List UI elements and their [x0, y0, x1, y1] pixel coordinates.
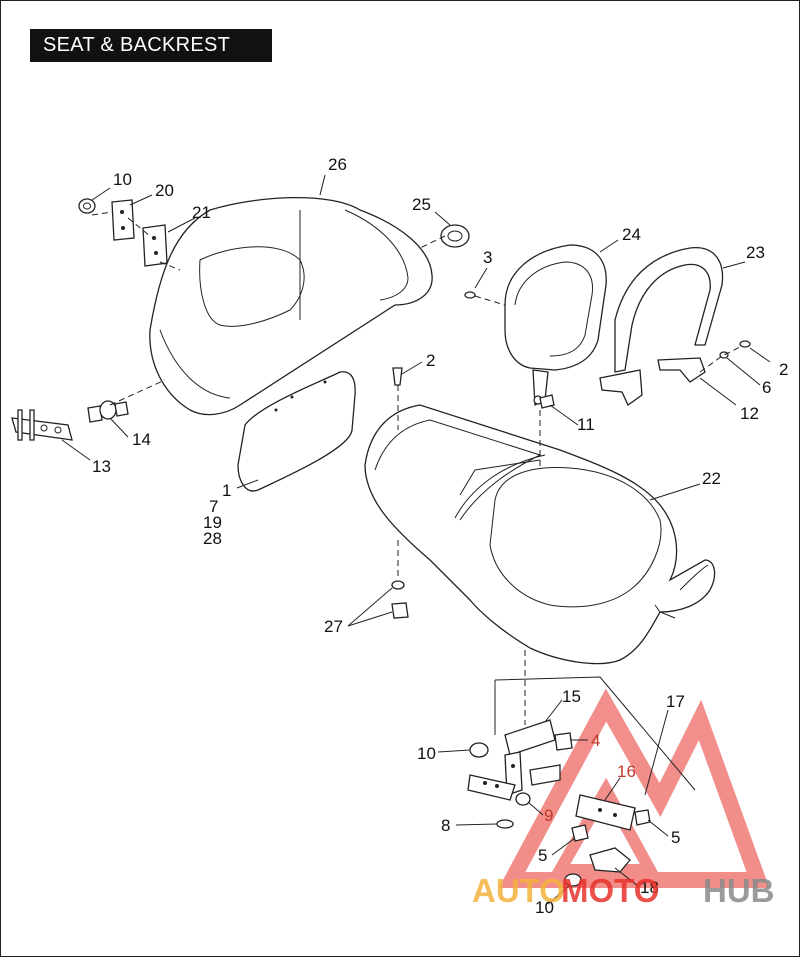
callout-17: 17 — [666, 692, 685, 711]
watermark-part-auto: AUTO — [472, 872, 565, 909]
callout-2-middle: 2 — [426, 351, 435, 370]
callout-19: 19 — [203, 513, 222, 532]
callout-6: 6 — [762, 378, 771, 397]
page-title: SEAT & BACKREST — [30, 29, 272, 62]
callout-20: 20 — [155, 181, 174, 200]
callout-5-left: 5 — [538, 846, 547, 865]
callout-10-left: 10 — [417, 744, 436, 763]
passenger-backrest — [504, 244, 607, 407]
callout-25: 25 — [412, 195, 431, 214]
callout-24: 24 — [622, 225, 641, 244]
backrest-upright-frame — [599, 247, 724, 406]
backrest-plate — [237, 371, 356, 492]
callout-7: 7 — [209, 497, 218, 516]
callout-labels: 26 10 20 21 25 3 24 23 2 2 6 12 11 14 13… — [92, 155, 788, 917]
hardware-top-left — [78, 198, 168, 267]
fasteners — [391, 291, 751, 619]
callout-16: 16 — [617, 762, 636, 781]
callout-26: 26 — [328, 155, 347, 174]
lower-bracket-assembly — [467, 719, 651, 887]
callout-13: 13 — [92, 457, 111, 476]
callout-4: 4 — [591, 731, 600, 750]
watermark-part-moto: MOTO — [561, 872, 659, 909]
callout-12: 12 — [740, 404, 759, 423]
watermark-part-hub: HUB — [703, 872, 775, 909]
callout-27: 27 — [324, 617, 343, 636]
callout-5-right: 5 — [671, 828, 680, 847]
callout-9: 9 — [544, 806, 553, 825]
callout-23: 23 — [746, 243, 765, 262]
callout-2-right: 2 — [779, 360, 788, 379]
callout-18: 18 — [640, 878, 659, 897]
callout-10-top: 10 — [113, 170, 132, 189]
callout-15: 15 — [562, 687, 581, 706]
backrest-pad — [149, 196, 433, 416]
callout-28: 28 — [203, 529, 222, 548]
callout-10-bottom: 10 — [535, 898, 554, 917]
callout-11: 11 — [577, 415, 595, 434]
callout-22: 22 — [702, 469, 721, 488]
callout-1: 1 — [222, 481, 231, 500]
adjuster-knob — [440, 224, 470, 248]
callout-8: 8 — [441, 816, 450, 835]
watermark-text: AUTO MOTO HUB — [472, 872, 775, 909]
leader-lines — [61, 174, 771, 905]
callout-21: 21 — [192, 203, 211, 222]
bracket-and-stud — [11, 400, 129, 441]
callout-14: 14 — [132, 430, 151, 449]
assembly-lines — [91, 211, 743, 725]
callout-3: 3 — [483, 248, 492, 267]
